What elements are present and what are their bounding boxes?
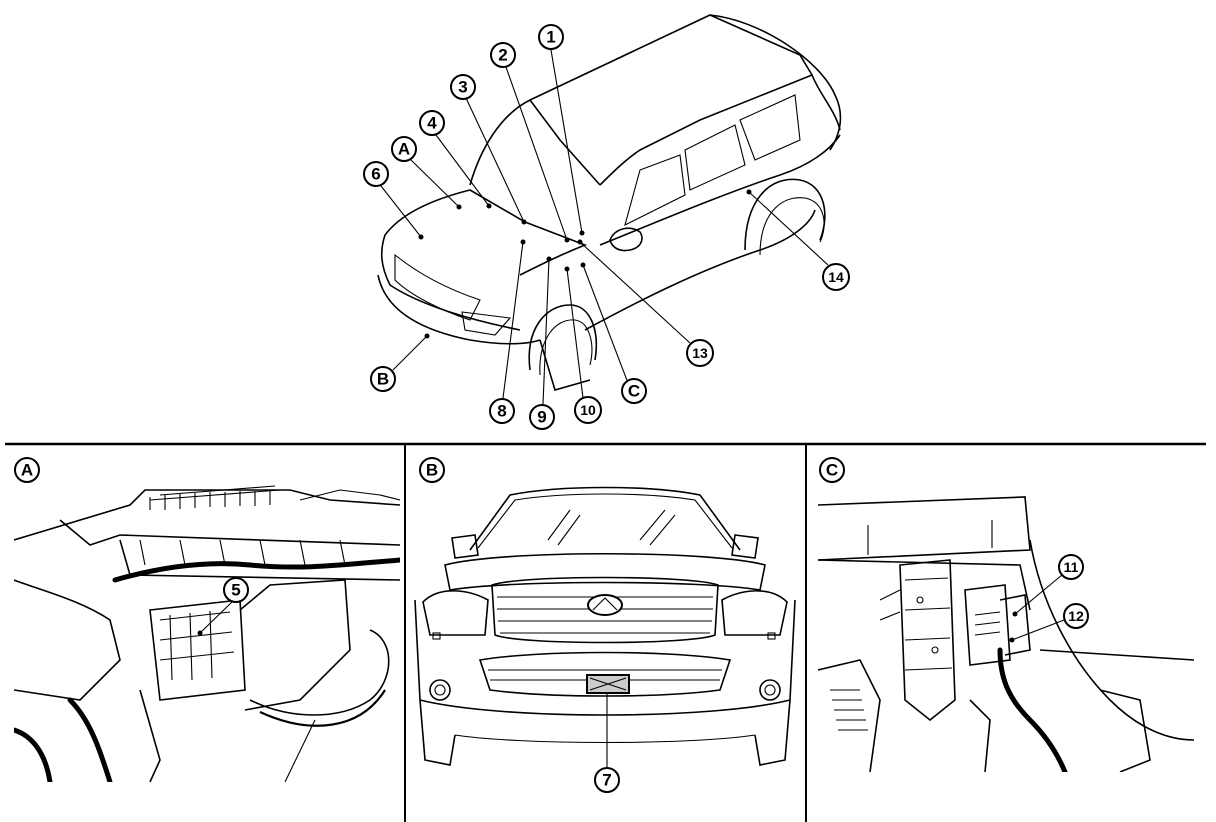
panel-b-front-view-drawing [414, 486, 796, 766]
svg-text:C: C [628, 382, 640, 401]
panel-c-label: C [819, 457, 845, 483]
callout-9: 9 [529, 404, 555, 430]
svg-text:4: 4 [427, 114, 437, 133]
callout-C: C [621, 378, 647, 404]
svg-text:8: 8 [497, 402, 506, 421]
callout-B: B [370, 366, 396, 392]
panel-a-engine-bay-drawing [14, 485, 400, 782]
svg-text:10: 10 [580, 402, 596, 418]
callout-11: 11 [1058, 554, 1084, 580]
svg-text:C: C [826, 461, 838, 480]
callout-14: 14 [822, 263, 850, 291]
panel-c: C 11 12 [818, 457, 1194, 772]
panel-b: B 7 [414, 457, 796, 793]
callout-4: 4 [419, 110, 445, 136]
panel-dividers [5, 442, 1206, 822]
callout-10: 10 [574, 396, 602, 424]
callout-3: 3 [450, 74, 476, 100]
svg-text:13: 13 [692, 345, 708, 361]
callout-2: 2 [490, 42, 516, 68]
callout-5: 5 [223, 577, 249, 603]
panel-c-under-dash-drawing [818, 496, 1194, 772]
svg-text:1: 1 [546, 28, 555, 47]
svg-text:12: 12 [1068, 608, 1084, 624]
callout-1: 1 [538, 24, 564, 50]
overview-callouts: 1 2 3 4 A 6 B 8 9 10 C 13 14 [363, 24, 850, 430]
svg-text:A: A [398, 140, 410, 159]
callout-13: 13 [686, 339, 714, 367]
callout-8: 8 [489, 398, 515, 424]
svg-text:11: 11 [1064, 559, 1079, 575]
svg-text:14: 14 [828, 269, 844, 285]
svg-text:3: 3 [458, 78, 467, 97]
svg-text:5: 5 [231, 581, 240, 600]
svg-text:9: 9 [537, 408, 546, 427]
callout-6: 6 [363, 161, 389, 187]
panel-b-label: B [419, 457, 445, 483]
svg-text:6: 6 [371, 165, 380, 184]
panel-a-label: A [14, 457, 40, 483]
svg-text:B: B [426, 461, 438, 480]
svg-text:2: 2 [498, 46, 507, 65]
svg-text:B: B [377, 370, 389, 389]
callout-7: 7 [594, 767, 620, 793]
vehicle-overview-drawing [377, 14, 842, 391]
callout-12: 12 [1063, 603, 1089, 629]
panel-a: A 5 [14, 457, 400, 782]
svg-text:A: A [21, 461, 33, 480]
overview-leader-lines [380, 49, 829, 405]
callout-A: A [391, 136, 417, 162]
svg-text:7: 7 [602, 771, 611, 790]
